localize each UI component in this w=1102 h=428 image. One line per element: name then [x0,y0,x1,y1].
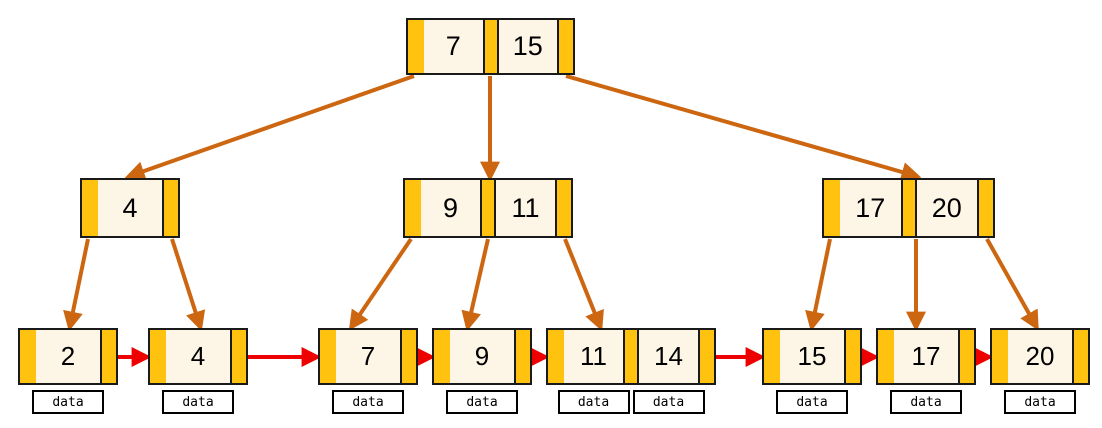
internal-node-2-key-1: 20 [916,180,977,236]
leaf-node-3-pointer-1[interactable] [514,330,530,383]
leaf-node-2-pointer-1[interactable] [400,330,416,383]
child-edge-8 [805,238,832,332]
internal-node-1-key-0: 9 [421,180,480,236]
child-edge-4 [170,238,206,332]
leaf-node-2-pointer-0[interactable] [320,330,336,383]
internal-node-2-key-0: 17 [840,180,901,236]
child-edge-6 [461,238,490,332]
leaf-node-6-pointer-1[interactable] [958,330,974,383]
internal-node-0[interactable]: 4 [80,178,180,238]
leaf-4-data-box-1: data [632,390,705,414]
leaf-node-4-pointer-0[interactable] [548,330,564,383]
leaf-node-2-key-0: 7 [336,330,400,383]
leaf-node-7-pointer-1[interactable] [1072,330,1088,383]
internal-node-1-pointer-1[interactable] [480,180,496,236]
internal-node-2-pointer-1[interactable] [900,180,917,236]
root-node-pointer-0[interactable] [408,20,424,73]
internal-node-1[interactable]: 9 11 [403,178,573,238]
internal-node-0-pointer-1[interactable] [162,180,178,236]
root-node-key-0: 7 [424,20,483,73]
leaf-node-0[interactable]: 2 [18,328,118,385]
leaf-node-7-key-0: 20 [1008,330,1072,383]
leaf-node-5-pointer-1[interactable] [844,330,860,383]
leaf-5-data-box-0: data [776,390,848,414]
leaf-node-2[interactable]: 7 [318,328,418,385]
leaf-node-5-key-0: 15 [780,330,844,383]
leaf-node-1-key-0: 4 [166,330,230,383]
internal-node-0-key-0: 4 [98,180,162,236]
internal-node-2-pointer-0[interactable] [824,180,840,236]
leaf-6-data-box-0: data [890,390,962,414]
leaf-node-6-key-0: 17 [894,330,958,383]
root-node[interactable]: 7 15 [406,18,575,75]
root-node-pointer-2[interactable] [557,20,573,73]
leaf-node-0-pointer-0[interactable] [20,330,36,383]
leaf-7-data-box-0: data [1004,390,1076,414]
leaf-node-6[interactable]: 17 [876,328,976,385]
child-edge-10 [985,238,1039,331]
internal-node-2-pointer-2[interactable] [977,180,993,236]
leaf-node-1-pointer-0[interactable] [150,330,166,383]
leaf-node-5-pointer-0[interactable] [764,330,780,383]
leaf-node-4[interactable]: 11 14 [546,328,716,385]
leaf-2-data-box-0: data [332,390,404,414]
leaf-0-data-box-0: data [32,390,104,414]
child-edge-7 [563,238,604,332]
leaf-node-4-pointer-2[interactable] [698,330,714,383]
leaf-node-3[interactable]: 9 [432,328,532,385]
child-edge-5 [348,237,413,331]
internal-node-1-pointer-0[interactable] [405,180,421,236]
leaf-node-0-pointer-1[interactable] [100,330,116,383]
internal-node-1-pointer-2[interactable] [555,180,571,236]
leaf-1-data-box-0: data [162,390,234,414]
leaf-node-3-pointer-0[interactable] [434,330,450,383]
root-node-pointer-1[interactable] [482,20,499,73]
leaf-node-1[interactable]: 4 [148,328,248,385]
leaf-node-7[interactable]: 20 [990,328,1090,385]
leaf-node-1-pointer-1[interactable] [230,330,246,383]
leaf-3-data-box-0: data [446,390,518,414]
child-edge-3 [63,238,90,332]
leaf-node-4-pointer-1[interactable] [623,330,639,383]
child-edge-2 [565,74,922,182]
leaf-node-5[interactable]: 15 [762,328,862,385]
root-node-key-1: 15 [498,20,557,73]
leaf-node-4-key-1: 14 [639,330,698,383]
leaf-node-4-key-0: 11 [564,330,623,383]
child-edge-0 [124,74,415,181]
leaf-node-3-key-0: 9 [450,330,514,383]
leaf-node-7-pointer-0[interactable] [992,330,1008,383]
internal-node-0-pointer-0[interactable] [82,180,98,236]
leaf-4-data-box-0: data [557,390,630,414]
leaf-node-0-key-0: 2 [36,330,100,383]
leaf-node-6-pointer-0[interactable] [878,330,894,383]
internal-node-1-key-1: 11 [496,180,555,236]
